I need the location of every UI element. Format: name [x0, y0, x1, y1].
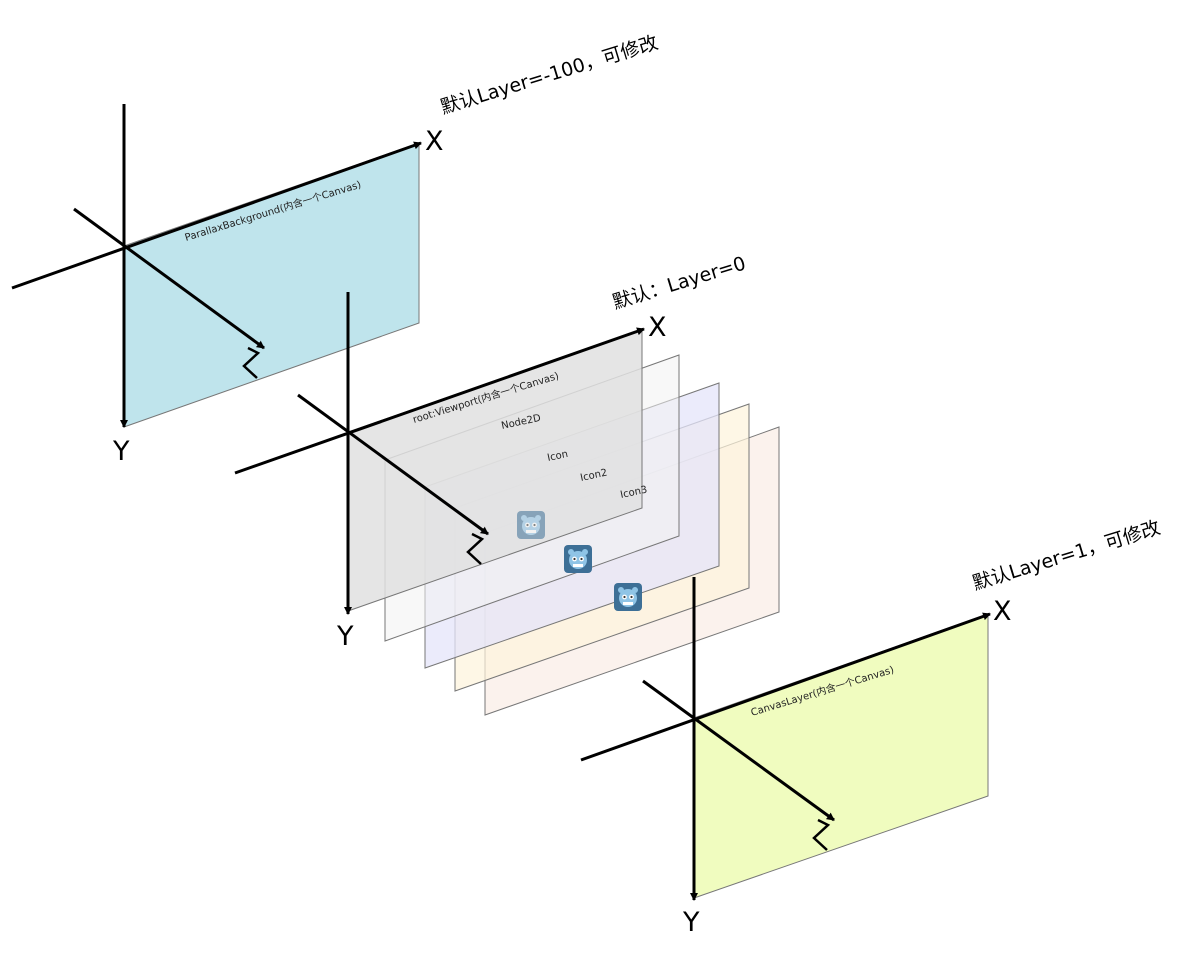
x-axis-letter: X — [425, 126, 444, 157]
y-axis-letter: Y — [682, 907, 700, 938]
parallax-background-panel — [123, 142, 420, 428]
z-axis-marker — [812, 818, 831, 851]
icon-label: Icon — [546, 449, 569, 464]
z-axis — [73, 207, 265, 350]
z-axis — [642, 679, 835, 822]
x-axis-letter: X — [648, 312, 667, 343]
layer-caption: 默认Layer=1，可修改 — [970, 517, 1163, 595]
x-axis — [234, 327, 645, 475]
z-axis-marker — [466, 532, 485, 565]
godot-icon — [614, 583, 642, 611]
x-axis-letter: X — [993, 596, 1012, 627]
y-axis-letter: Y — [112, 436, 130, 467]
viewport-layer: X Y 默认：Layer=0 root:Viewport(内含一个Canvas)… — [234, 252, 780, 716]
godot-icon — [564, 545, 592, 573]
x-axis — [580, 612, 991, 762]
y-axis-letter: Y — [336, 621, 354, 652]
canvas-layer-panel — [693, 613, 989, 899]
layer-caption: 默认Layer=-100，可修改 — [438, 32, 661, 119]
z-axis — [297, 393, 489, 536]
layer-caption: 默认：Layer=0 — [610, 252, 748, 313]
x-axis — [11, 141, 422, 290]
godot-icon — [517, 511, 545, 539]
z-axis-marker — [242, 346, 261, 379]
